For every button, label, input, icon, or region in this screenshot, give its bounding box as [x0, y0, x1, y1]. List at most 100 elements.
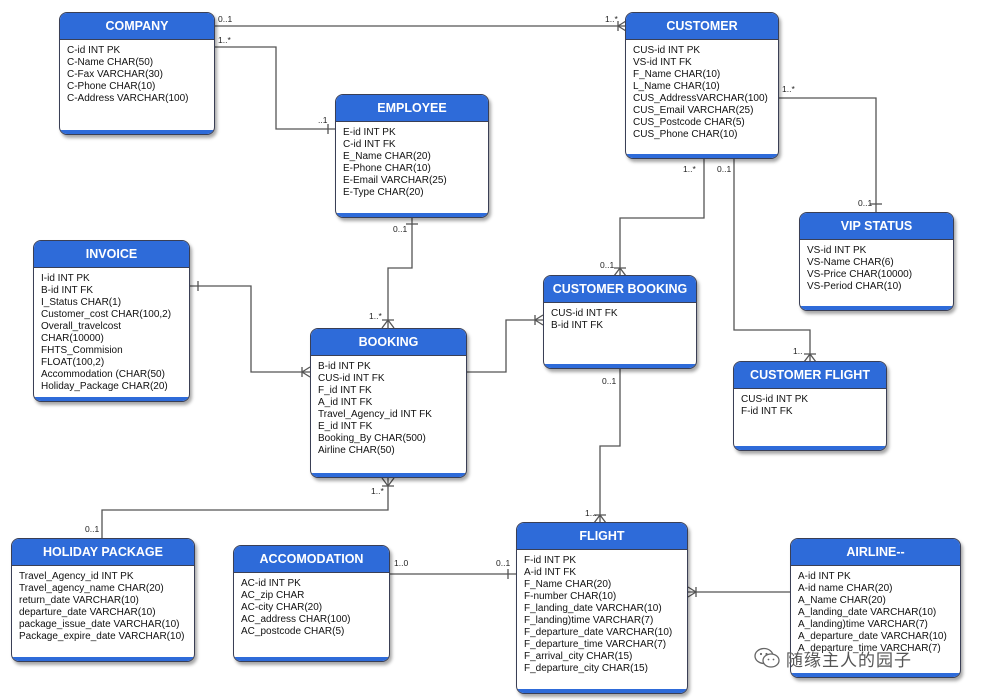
- rel-cb-flight: [599, 368, 621, 523]
- multiplicity-label: 1..*: [683, 164, 696, 174]
- entity-attribute: I-id INT PK: [41, 273, 90, 284]
- entity-attribute: CUS_Phone CHAR(10): [633, 129, 738, 140]
- entity-attribute: B-id INT FK: [41, 285, 94, 296]
- entity-attribute: VS-Period CHAR(10): [807, 281, 902, 292]
- entity-attribute: L_Name CHAR(10): [633, 81, 720, 92]
- wechat-icon: [754, 647, 780, 668]
- entity-attribute: Booking_By CHAR(500): [318, 433, 426, 444]
- entity-footer: [544, 364, 696, 368]
- watermark-text: 随缘主人的园子: [786, 650, 912, 671]
- entity-attribute: Accommodation (CHAR(50): [41, 369, 165, 380]
- entity-footer: [336, 213, 488, 217]
- entity-title: VIP STATUS: [800, 213, 953, 240]
- rel-invoice-booking: [190, 285, 310, 373]
- entity-attribute: Travel_agency_name CHAR(20): [19, 583, 164, 594]
- entity-attribute: F-number CHAR(10): [524, 591, 617, 602]
- multiplicity-label: 1..0: [394, 558, 409, 568]
- rel-customer-cb: [619, 158, 705, 276]
- entity-attribute: Airline CHAR(50): [318, 445, 395, 456]
- multiplicity-label: ..1: [318, 115, 328, 125]
- entity-attribute: F_id INT FK: [318, 385, 372, 396]
- rel-customer-cf: [733, 158, 811, 362]
- entity-footer: [734, 446, 886, 450]
- entity-footer: [626, 154, 778, 158]
- entity-footer: [234, 657, 389, 661]
- crowfoot-cf: [803, 353, 817, 363]
- entity-title: AIRLINE--: [791, 539, 960, 566]
- rel-booking-cb: [466, 319, 543, 373]
- entity-title: BOOKING: [311, 329, 466, 356]
- entity-attribute: CUS-id INT FK: [551, 308, 618, 319]
- entity-attribute: VS-Name CHAR(6): [807, 257, 894, 268]
- rel-booking-holiday: [101, 477, 389, 538]
- entity-attribute: FLOAT(100,2): [41, 357, 105, 368]
- entity-attribute: A_landing_date VARCHAR(10): [798, 607, 937, 618]
- entity-attribute: AC-city CHAR(20): [241, 602, 323, 613]
- multiplicity-label: 1...: [585, 508, 597, 518]
- multiplicity-label: 1..*: [605, 14, 618, 24]
- entity-attribute: CHAR(10000): [41, 333, 104, 344]
- entity-attribute: F_departure_date VARCHAR(10): [524, 627, 673, 638]
- entity-attribute: C-id INT PK: [67, 45, 121, 56]
- entity-title: CUSTOMER BOOKING: [544, 276, 696, 303]
- crowfoot-flight-top: [593, 514, 607, 524]
- entity-attribute: CUS-id INT FK: [318, 373, 385, 384]
- entity-footer: [34, 397, 189, 401]
- entity-attribute: A-id INT FK: [524, 567, 577, 578]
- entity-footer: [311, 473, 466, 477]
- entity-attribute: F_Name CHAR(20): [524, 579, 612, 590]
- entity-title: FLIGHT: [517, 523, 687, 550]
- entity-title: HOLIDAY PACKAGE: [12, 539, 194, 566]
- entity-attribute: departure_date VARCHAR(10): [19, 607, 156, 618]
- entity-attribute: A-id INT PK: [798, 571, 851, 582]
- entity-attribute: AC_postcode CHAR(5): [241, 626, 345, 637]
- entity-attribute: F-id INT PK: [524, 555, 577, 566]
- entity-attribute: A_departure_date VARCHAR(10): [798, 631, 947, 642]
- multiplicity-label: 0..1: [218, 14, 233, 24]
- crowfoot-booking-top: [381, 319, 395, 329]
- entity-footer: [800, 306, 953, 310]
- multiplicity-label: 1..*: [369, 311, 382, 321]
- entity-attribute: C-Name CHAR(50): [67, 57, 154, 68]
- entity-attribute: CUS_AddressVARCHAR(100): [633, 93, 768, 104]
- entity-attribute: C-Address VARCHAR(100): [67, 93, 189, 104]
- entity-attribute: VS-id INT FK: [633, 57, 692, 68]
- entity-title: ACCOMODATION: [234, 546, 389, 573]
- entity-attribute: A_landing)time VARCHAR(7): [798, 619, 928, 630]
- entity-attribute: C-id INT FK: [343, 139, 396, 150]
- entity-attribute: C-Phone CHAR(10): [67, 81, 156, 92]
- entity-title: CUSTOMER: [626, 13, 778, 40]
- multiplicity-label: 1..*: [218, 35, 231, 45]
- entity-attribute: F_departure_time VARCHAR(7): [524, 639, 667, 650]
- crowfoot-cb-left: [534, 314, 544, 326]
- entity-attribute: E-Email VARCHAR(25): [343, 175, 447, 186]
- multiplicity-label: 0..1: [393, 224, 408, 234]
- entity-title: EMPLOYEE: [336, 95, 488, 122]
- entity-attribute: A-id name CHAR(20): [798, 583, 893, 594]
- multiplicity-label: 0..1: [717, 164, 732, 174]
- entity-attribute: CUS_Postcode CHAR(5): [633, 117, 745, 128]
- multiplicity-label: 1..: [793, 346, 803, 356]
- entity-attribute: F-id INT FK: [741, 406, 793, 417]
- multiplicity-label: 1..*: [782, 84, 795, 94]
- crowfoot-booking-bottom: [381, 477, 395, 487]
